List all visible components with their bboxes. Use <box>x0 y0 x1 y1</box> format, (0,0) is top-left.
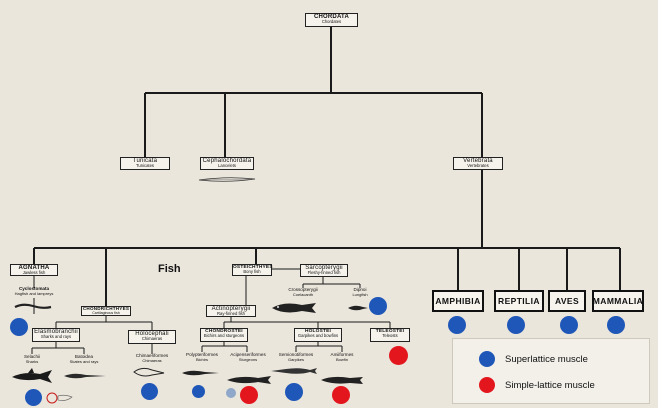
legend-superlattice-label: Superlattice muscle <box>505 353 588 365</box>
garpike-illustration <box>271 368 317 374</box>
fish-label: Fish <box>158 263 181 275</box>
superlattice-dot <box>25 389 42 406</box>
node-holostei: HOLOSTEI Garpikes and bowfins <box>294 328 342 342</box>
superlattice-dot <box>285 383 303 401</box>
legend-red-dot <box>479 377 495 393</box>
red-sticker-icon <box>46 392 73 404</box>
bichir-illustration <box>182 370 219 376</box>
node-cephalochordata: Cephalochordata Lancelets <box>200 157 254 170</box>
superlattice-dot <box>560 316 578 334</box>
label-dipnoi: Dipnoi Lungfish <box>352 287 368 297</box>
legend-row-simple-lattice: Simple-lattice muscle <box>479 377 595 393</box>
node-mammalia: MAMMALIA <box>592 290 644 312</box>
simple-lattice-dot <box>240 386 258 404</box>
node-chordata: CHORDATA Chordates <box>305 13 358 27</box>
label-batoidea: Batoidea Skates and rays <box>69 354 99 364</box>
superlattice-dot <box>369 297 387 315</box>
pale-blue-dot <box>226 388 236 398</box>
label-cyclostomata: Cyclostomata Hagfish and lampreys <box>14 286 54 296</box>
label-chimaeriformes: Chimaeriformes Chimaeras <box>135 353 169 363</box>
shark-illustration <box>12 368 52 383</box>
simple-lattice-dot <box>332 386 350 404</box>
label-acipenseriformes: Acipenseriformes Sturgeons <box>230 352 266 362</box>
node-chondrichthyes: CHONDRICHTHYES Cartilaginous fish <box>81 306 131 316</box>
legend-simple-lattice-label: Simple-lattice muscle <box>505 379 595 391</box>
superlattice-dot <box>507 316 525 334</box>
node-chondrostei: CHONDROSTEI Bichirs and sturgeons <box>200 328 248 342</box>
chimaera-illustration <box>133 367 165 377</box>
node-elasmobranchii: Elasmobranchii Sharks and rays <box>32 328 80 342</box>
lamprey-illustration <box>14 303 52 309</box>
legend-row-superlattice: Superlattice muscle <box>479 351 588 367</box>
ray-illustration <box>64 373 106 379</box>
lungfish-illustration <box>348 305 368 311</box>
legend-blue-dot <box>479 351 495 367</box>
node-osteichthyes: OSTEICHTHYES Bony fish <box>232 264 273 276</box>
sturgeon-illustration <box>227 376 271 384</box>
superlattice-dot <box>192 385 205 398</box>
node-reptilia: REPTILIA <box>494 290 544 312</box>
node-actinopterygii: Actinopterygii Ray-finned fish <box>206 305 256 317</box>
node-teleostei: TELEOSTEI Teleosts <box>370 328 410 342</box>
superlattice-dot <box>141 383 158 400</box>
node-sarcopterygii: Sarcopterygii Fleshy-finned fish <box>300 264 348 277</box>
label-crossopterygii: Crossopterygii Coelacanth <box>288 287 318 297</box>
label-selachii: Selachii Sharks <box>23 354 41 364</box>
simple-lattice-dot <box>389 346 408 365</box>
superlattice-dot <box>10 318 28 336</box>
node-aves: AVES <box>548 290 586 312</box>
label-polypteriformes: Polypteriformes Bichirs <box>186 352 218 362</box>
coelacanth-illustration <box>272 303 316 313</box>
lancelet-illustration <box>198 177 256 182</box>
legend: Superlattice muscle Simple-lattice muscl… <box>452 338 650 404</box>
node-tunicata: Tunicata Tunicates <box>120 157 170 170</box>
node-agnatha: AGNATHA Jawless fish <box>10 264 58 276</box>
bowfin-illustration <box>321 376 363 384</box>
node-vertebrata: Vertebrata Vertebrates <box>453 157 503 170</box>
superlattice-dot <box>448 316 466 334</box>
superlattice-dot <box>607 316 625 334</box>
label-amiiformes: Amiiformes Bowfin <box>330 352 354 362</box>
label-semionotiformes: Semionotiformes Garpikes <box>278 352 314 362</box>
node-amphibia: AMPHIBIA <box>432 290 484 312</box>
node-holocephali: Holocephali Chimaeras <box>128 330 176 344</box>
